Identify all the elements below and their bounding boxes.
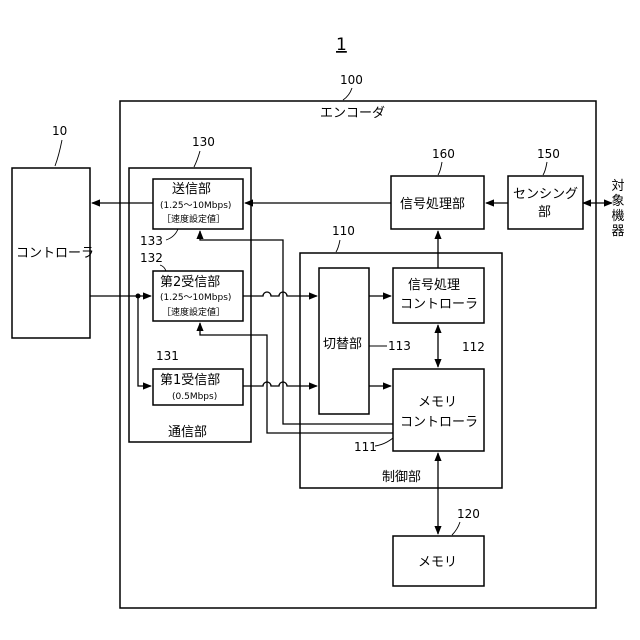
comm-label: 通信部 xyxy=(168,425,207,440)
receiver1-title: 第1受信部 xyxy=(160,373,220,388)
memory-controller-leader xyxy=(375,438,393,446)
target-device-label: 対象機器 xyxy=(611,179,624,239)
receiver2-leader xyxy=(160,265,166,271)
sensing-line1: センシング xyxy=(513,187,578,202)
switcher-label: 切替部 xyxy=(323,337,362,352)
receiver2-rate: (1.25～10Mbps) xyxy=(160,293,231,303)
encoder-leader xyxy=(343,88,352,100)
memory-leader xyxy=(452,522,460,535)
signal-processor-leader xyxy=(438,162,442,175)
memory-controller-line1: メモリ xyxy=(418,395,457,410)
controller-label: コントローラ xyxy=(16,246,94,261)
signal-controller-box xyxy=(393,268,484,323)
receiver2-to-switcher xyxy=(243,292,317,296)
encoder-ref: 100 xyxy=(340,73,363,87)
memory-controller-to-receiver2-feedback xyxy=(200,323,393,433)
receiver2-setting: ［速度設定値］ xyxy=(162,306,225,318)
transmitter-rate: (1.25～10Mbps) xyxy=(160,201,231,211)
receiver2-title: 第2受信部 xyxy=(160,275,220,290)
encoder-label: エンコーダ xyxy=(320,106,385,121)
signal-processor-label: 信号処理部 xyxy=(400,197,465,212)
memory-label: メモリ xyxy=(418,555,457,570)
switcher-ref: 113 xyxy=(388,339,411,353)
memory-controller-line2: コントローラ xyxy=(400,415,478,430)
comm-ref: 130 xyxy=(192,135,215,149)
control-label: 制御部 xyxy=(382,470,421,485)
transmitter-setting: ［速度設定値］ xyxy=(162,213,225,225)
control-box xyxy=(300,253,502,488)
memory-controller-ref: 111 xyxy=(354,440,377,454)
transmitter-ref: 133 xyxy=(140,234,163,248)
memory-controller-to-transmitter-feedback xyxy=(200,231,393,424)
encoder-box xyxy=(120,101,596,608)
controller-ref: 10 xyxy=(52,124,67,138)
memory-controller-box xyxy=(393,369,484,451)
controller-leader xyxy=(55,140,62,166)
receiver2-ref: 132 xyxy=(140,251,163,265)
figure-number: 1 xyxy=(336,35,347,55)
sensing-leader xyxy=(543,162,547,175)
sensing-line2: 部 xyxy=(538,205,551,220)
receiver1-rate: (0.5Mbps) xyxy=(172,392,217,402)
receiver1-to-switcher xyxy=(243,382,317,386)
svg-text:対象機器: 対象機器 xyxy=(611,179,624,239)
signal-controller-ref: 112 xyxy=(462,340,485,354)
receiver1-ref: 131 xyxy=(156,349,179,363)
transmitter-leader xyxy=(166,229,178,240)
sensing-box xyxy=(508,176,583,229)
control-ref: 110 xyxy=(332,224,355,238)
comm-leader xyxy=(194,151,200,167)
sensing-ref: 150 xyxy=(537,147,560,161)
junction-to-receiver1 xyxy=(138,296,151,386)
signal-controller-line2: コントローラ xyxy=(400,297,478,312)
memory-ref: 120 xyxy=(457,507,480,521)
signal-processor-ref: 160 xyxy=(432,147,455,161)
signal-controller-line1: 信号処理 xyxy=(408,278,460,293)
transmitter-title: 送信部 xyxy=(172,182,211,197)
control-leader xyxy=(336,240,340,252)
